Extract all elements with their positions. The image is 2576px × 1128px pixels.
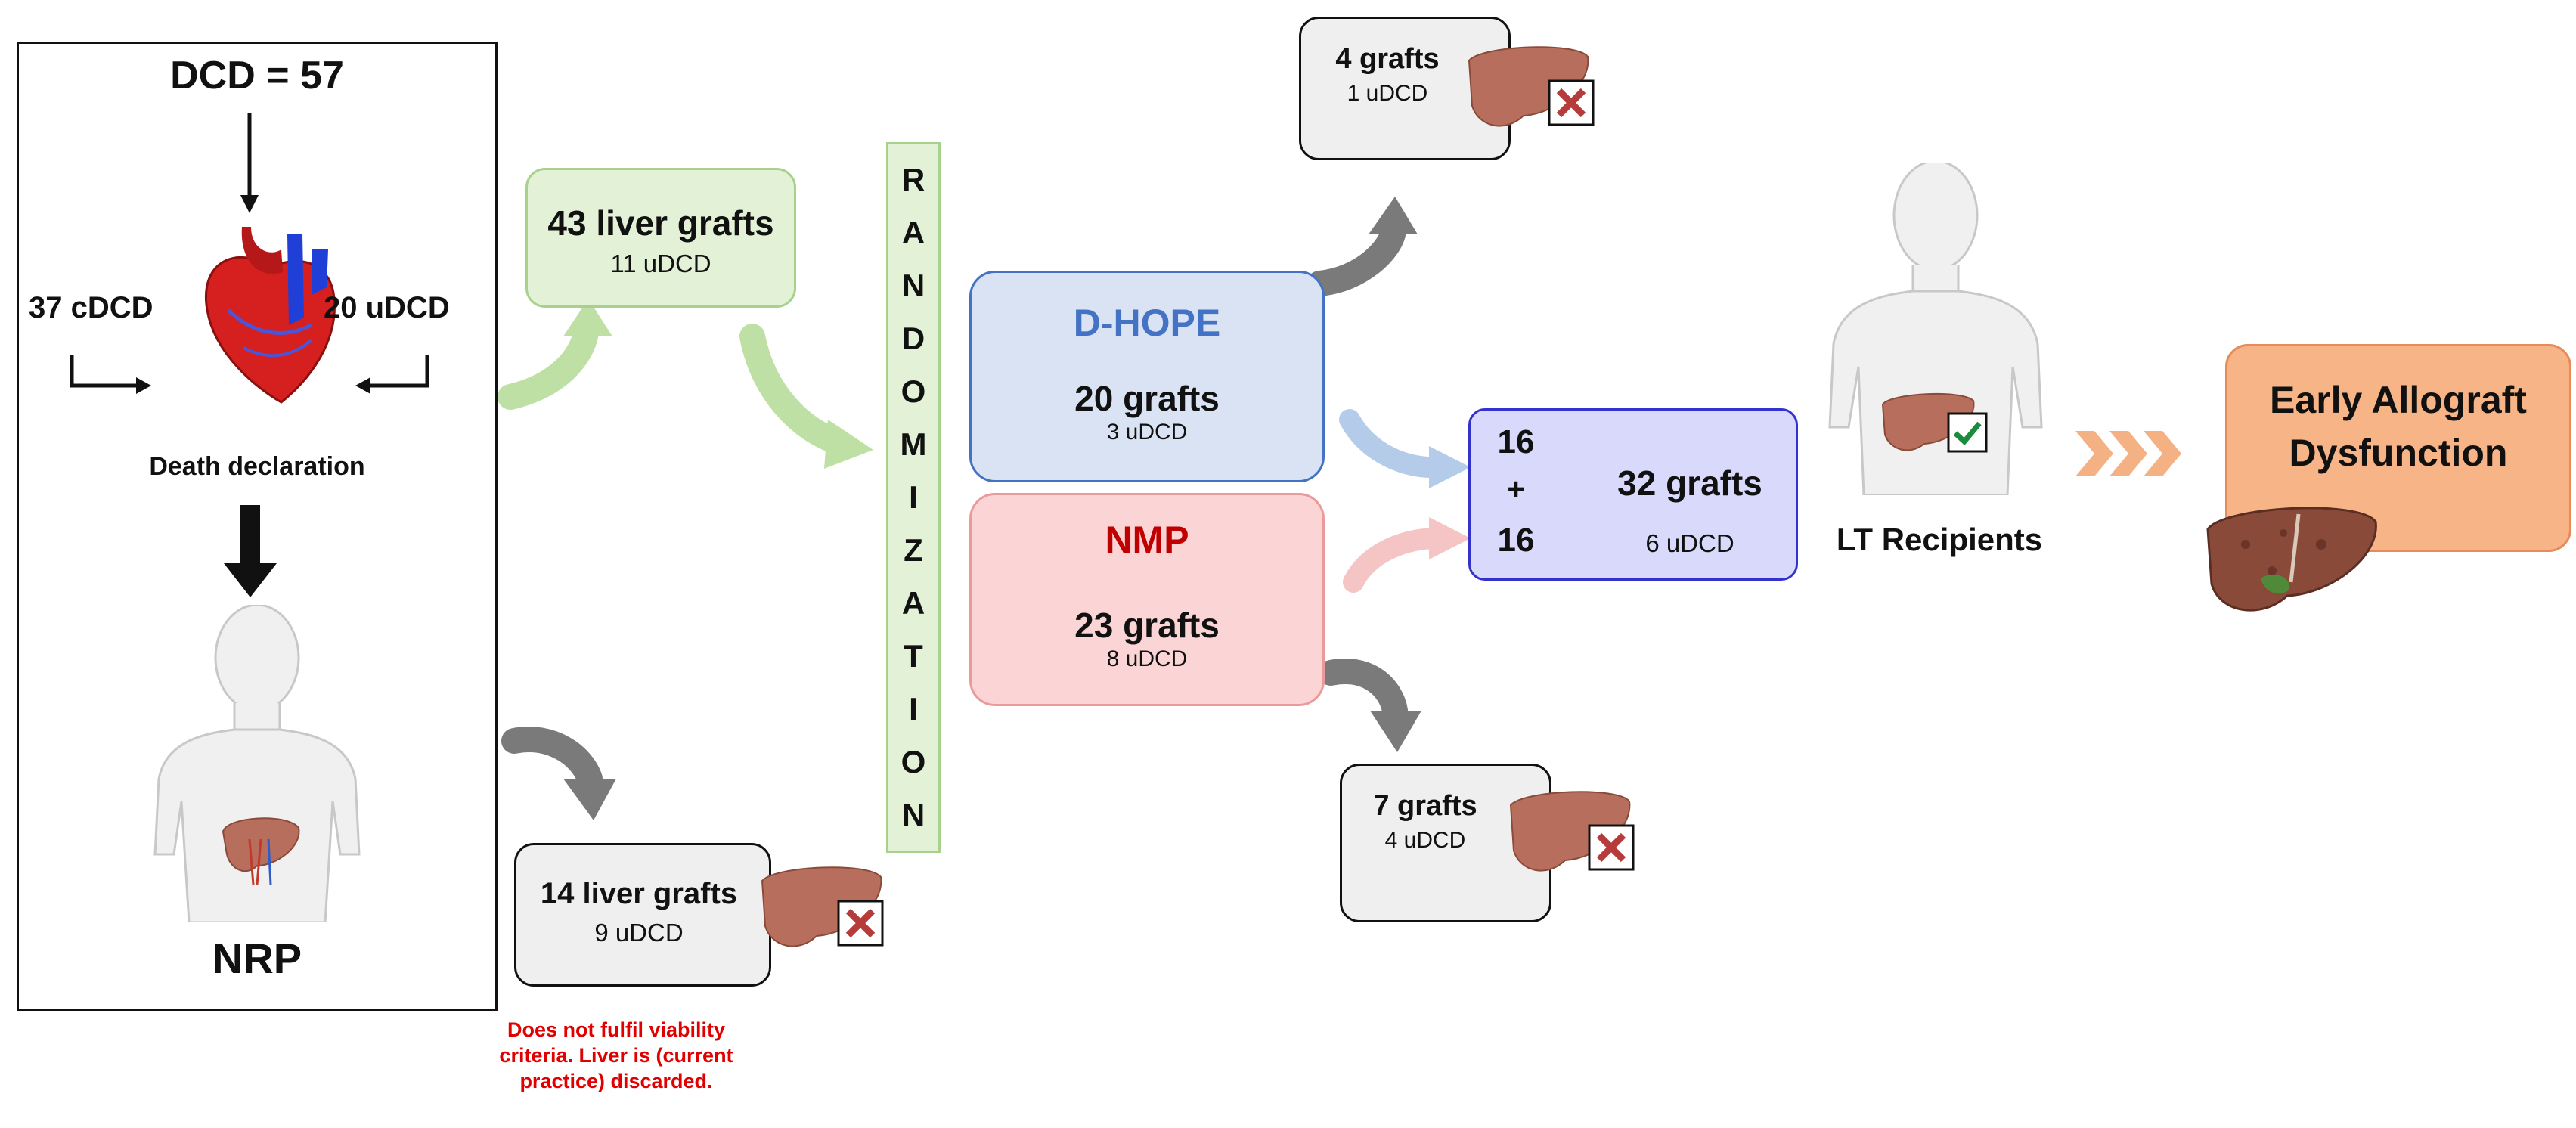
dhope-box — [969, 271, 1325, 482]
nmp-discard-title: 7 grafts — [1373, 790, 1477, 822]
randomization-letter: O — [901, 373, 926, 409]
udcd-count: 20 uDCD — [324, 291, 450, 324]
nrp-excluded-box — [514, 843, 771, 987]
chevron-arrows-icon — [2075, 431, 2181, 476]
cdcd-count: 37 cDCD — [29, 291, 153, 324]
nmp-sub: 8 uDCD — [1106, 646, 1188, 671]
dhope-title: 20 grafts — [1074, 379, 1220, 418]
randomization-column: R A N D O M I Z A T I O N — [886, 142, 941, 853]
dhope-discard-sub: 1 uDCD — [1347, 81, 1428, 106]
transplanted-dhope-count: 16 — [1497, 423, 1535, 460]
randomization-letter: A — [901, 215, 925, 250]
transplanted-nmp-count: 16 — [1497, 522, 1535, 559]
transplanted-box — [1468, 408, 1798, 581]
dhope-name: D-HOPE — [1073, 302, 1221, 344]
randomization-letter: N — [901, 268, 925, 303]
death-declaration-label: Death declaration — [149, 452, 365, 481]
recipients-label: LT Recipients — [1836, 522, 2043, 557]
nmp-name: NMP — [1105, 519, 1189, 561]
discard-note-line: practice) discarded. — [519, 1070, 713, 1092]
randomization-letter: I — [909, 691, 918, 727]
discard-note-line: Does not fulfil viability — [507, 1018, 726, 1041]
transplanted-title: 32 grafts — [1617, 463, 1762, 503]
nmp-title: 23 grafts — [1074, 606, 1220, 645]
randomization-letter: A — [901, 585, 925, 621]
outcome-line2: Dysfunction — [2289, 432, 2508, 474]
included-grafts-title: 43 liver grafts — [547, 203, 774, 243]
dcd-total: DCD = 57 — [170, 54, 344, 98]
randomization-letter: T — [904, 638, 923, 674]
check-mark-icon — [1947, 412, 1988, 453]
nmp-discard-sub: 4 uDCD — [1384, 828, 1466, 853]
x-mark-icon — [1548, 79, 1595, 126]
dcd-panel — [17, 42, 498, 1011]
included-grafts-sub: 11 uDCD — [610, 249, 711, 277]
human-torso-icon — [153, 605, 361, 922]
randomization-letter: R — [901, 162, 925, 197]
damaged-liver-icon — [2206, 507, 2377, 612]
randomization-letter: N — [901, 797, 925, 832]
nrp-excluded-title: 14 liver grafts — [540, 877, 738, 910]
randomization-letter: O — [901, 744, 926, 779]
x-mark-icon — [1588, 824, 1635, 871]
nrp-excluded-sub: 9 uDCD — [594, 919, 684, 947]
dhope-sub: 3 uDCD — [1106, 420, 1188, 445]
outcome-line1: Early Allograft — [2270, 379, 2527, 421]
randomization-letter: Z — [904, 532, 923, 568]
heart-icon — [204, 227, 336, 404]
transplanted-sub: 6 uDCD — [1645, 529, 1734, 557]
transplanted-plus: + — [1507, 473, 1525, 506]
randomization-letter: D — [901, 321, 925, 356]
randomization-letter: M — [900, 426, 927, 462]
nrp-label: NRP — [212, 934, 302, 982]
x-mark-icon — [837, 900, 884, 947]
discard-note: Does not fulfil viability criteria. Live… — [446, 1017, 786, 1094]
randomization-letter: I — [909, 479, 918, 515]
dhope-discard-title: 4 grafts — [1335, 43, 1440, 75]
nmp-box — [969, 493, 1325, 706]
discard-note-line: criteria. Liver is (current — [499, 1044, 733, 1067]
included-grafts-box — [525, 168, 796, 308]
